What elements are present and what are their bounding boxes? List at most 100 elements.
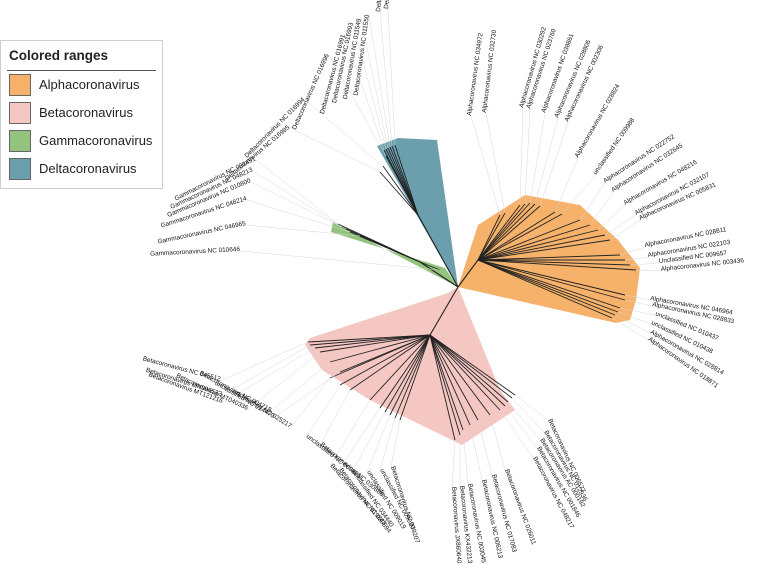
- leaf-branch: [429, 334, 506, 407]
- leaf-guide: [534, 117, 559, 205]
- leaf-branch: [477, 219, 581, 261]
- leaf-guide: [360, 18, 389, 149]
- leaf-label: Gammacoronavirus NC 048213: [169, 166, 254, 211]
- leaf-guide: [589, 191, 614, 226]
- legend-swatch-gammacoronavirus: [9, 130, 31, 152]
- leaf-branch: [477, 203, 536, 261]
- leaf-branch: [379, 171, 419, 216]
- leaf-branch: [359, 235, 421, 263]
- legend-item-deltacoronavirus: Deltacoronavirus: [9, 158, 159, 182]
- legend-swatch-alphacoronavirus: [9, 74, 31, 96]
- leaf-guide: [289, 377, 331, 429]
- leaf-guide: [379, 11, 393, 147]
- leaf-label: unclassified NC 009021: [305, 433, 363, 480]
- legend-label-betacoronavirus: Betacoronavirus: [39, 105, 133, 120]
- leaf-guide: [246, 351, 321, 411]
- leaf-guide: [390, 419, 401, 468]
- leaf-guide: [368, 14, 391, 148]
- leaf-branch: [389, 334, 431, 416]
- leaf-guide: [624, 299, 653, 307]
- leaf-guide: [250, 181, 347, 230]
- leaf-guide: [561, 174, 597, 215]
- leaf-guide: [539, 121, 569, 207]
- leaf-guide: [289, 127, 381, 173]
- leaf-branch: [429, 334, 491, 416]
- leaf-label: Gammacoronavirus NC 010646: [150, 246, 241, 258]
- leaf-guide: [624, 256, 649, 261]
- leaf-branch: [477, 259, 637, 271]
- leaf-branch: [429, 334, 479, 421]
- leaf-guide: [469, 424, 483, 481]
- leaf-guide: [609, 219, 641, 241]
- leaf-branch: [477, 259, 631, 266]
- legend-item-gammacoronavirus: Gammacoronavirus: [9, 130, 159, 154]
- leaf-guide: [272, 371, 341, 419]
- leaf-guide: [245, 224, 361, 237]
- legend-swatch-deltacoronavirus: [9, 158, 31, 180]
- leaf-branch: [477, 214, 501, 261]
- betacoronavirus-range: [305, 287, 515, 445]
- leaf-branch: [382, 165, 419, 216]
- leaf-guide: [379, 417, 396, 471]
- leaf-guide: [554, 157, 579, 213]
- leaf-guide: [319, 389, 351, 446]
- leaf-guide: [507, 401, 541, 441]
- leaf-branch: [429, 334, 501, 411]
- leaf-label: Alphacoronavirus NC 032730: [481, 29, 498, 113]
- leaf-branch: [394, 144, 419, 216]
- leaf-guide: [470, 115, 501, 216]
- leaf-branch: [477, 234, 606, 261]
- leaf-guide: [352, 22, 387, 150]
- gammacoronavirus-range: [331, 222, 458, 287]
- leaf-guide: [329, 399, 371, 467]
- leaf-guide: [504, 405, 538, 449]
- leaf-branch: [384, 334, 431, 413]
- leaf-branch: [319, 334, 431, 353]
- leaf-branch: [477, 259, 621, 309]
- legend-divider: [7, 70, 156, 71]
- stem-branch: [419, 261, 459, 288]
- label-guides: [219, 8, 662, 488]
- leaf-branch: [477, 205, 541, 261]
- leaf-branch: [477, 254, 621, 261]
- leaf-guide: [514, 394, 549, 421]
- leaf-branch: [477, 229, 599, 261]
- leaf-guide: [611, 317, 649, 341]
- leaf-branch: [477, 259, 616, 316]
- stem-branch: [457, 259, 479, 288]
- leaf-branch: [429, 334, 513, 399]
- leaf-branch: [429, 334, 509, 403]
- leaf-guide: [619, 246, 646, 256]
- legend-title: Colored ranges: [9, 48, 109, 63]
- legend-item-alphacoronavirus: Alphacoronavirus: [9, 74, 159, 98]
- legend-label-gammacoronavirus: Gammacoronavirus: [39, 133, 153, 148]
- leaf-guide: [614, 314, 651, 334]
- leaf-branch: [477, 259, 613, 319]
- leaf-branch: [477, 202, 531, 261]
- leaf-guide: [328, 54, 387, 157]
- leaf-guide: [338, 407, 381, 471]
- leaf-branch: [385, 155, 419, 216]
- leaf-guide: [220, 344, 311, 397]
- leaf-guide: [304, 99, 384, 167]
- leaf-branch: [379, 334, 431, 409]
- leaf-branch: [477, 259, 619, 313]
- leaf-branch: [314, 334, 431, 349]
- leaf-branch: [429, 334, 461, 436]
- leaf-guide: [462, 429, 469, 485]
- leaf-branch: [477, 239, 611, 261]
- leaf-branch: [477, 204, 521, 261]
- leaf-guide: [579, 182, 606, 221]
- leaf-branch: [477, 259, 626, 301]
- legend-label-alphacoronavirus: Alphacoronavirus: [39, 77, 140, 92]
- clade-ranges: [305, 138, 640, 445]
- leaf-branch: [477, 259, 626, 296]
- legend-label-deltacoronavirus: Deltacoronavirus: [39, 161, 137, 176]
- leaf-guide: [252, 170, 343, 228]
- leaf-branch: [339, 334, 431, 373]
- leaf-guide: [366, 414, 391, 473]
- leaf-guide: [387, 8, 396, 146]
- legend-box: Colored ranges Alphacoronavirus Betacoro…: [0, 40, 163, 189]
- leaf-label: Deltacoronavirus NC 016992: [383, 0, 397, 9]
